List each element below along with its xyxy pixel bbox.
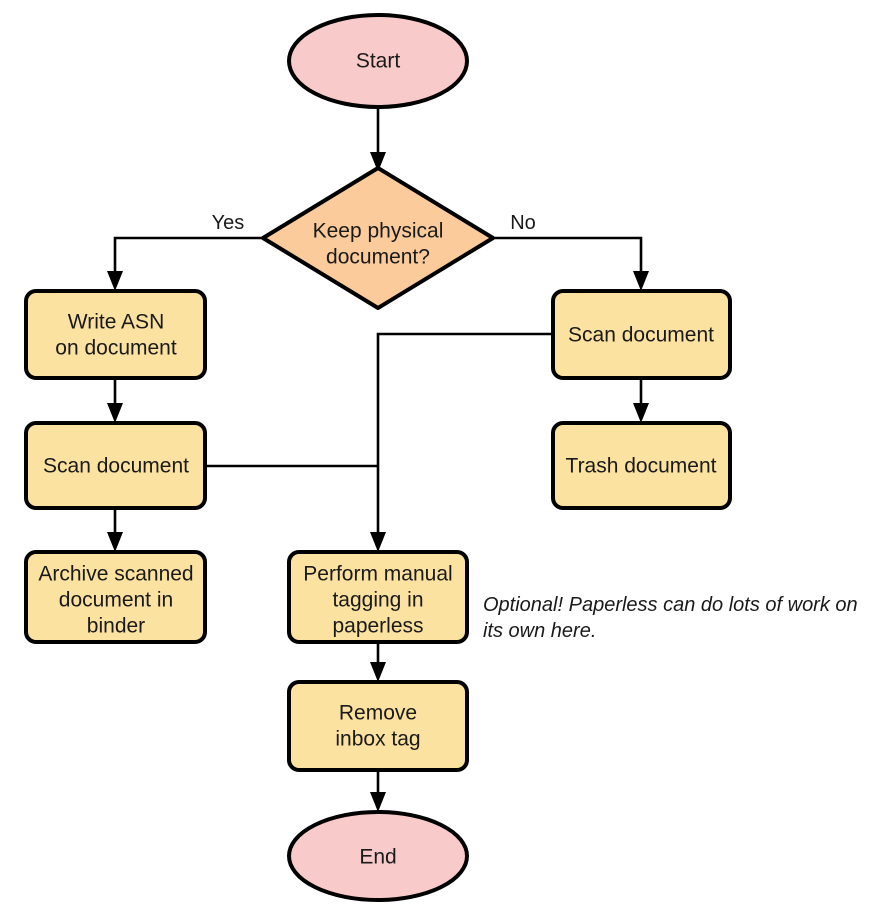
node-scan-document-right-label: Scan document (568, 324, 714, 347)
node-manual-tagging-label-line2: tagging in (332, 589, 423, 612)
node-write-asn[interactable]: Write ASN on document (24, 289, 207, 380)
edge-decision-yes-to-write-asn (107, 236, 263, 291)
node-decision-label-line1: Keep physical (313, 220, 444, 243)
node-manual-tagging-label-line1: Perform manual (303, 563, 452, 586)
node-archive-label-line2: document in (59, 589, 173, 612)
node-archive-label-line1: Archive scanned (38, 563, 193, 586)
edge-remove-inbox-to-end (370, 770, 386, 812)
arrow-head-icon (107, 271, 123, 291)
edge-label-no: No (510, 212, 536, 234)
optional-note-line2: its own here. (483, 620, 596, 642)
archive-scanned-document-box[interactable] (24, 550, 207, 644)
node-archive-label-line3: binder (87, 615, 145, 638)
node-remove-inbox-label-line2: inbox tag (335, 728, 420, 751)
node-scan-document-right[interactable]: Scan document (551, 289, 732, 380)
edge-scan-right-to-manual-tagging (370, 332, 553, 552)
edge-decision-no-to-scan-right (493, 236, 649, 291)
optional-note-line1: Optional! Paperless can do lots of work … (483, 594, 858, 616)
scan-document-right-box[interactable] (551, 289, 732, 380)
trash-document-box[interactable] (551, 421, 732, 510)
edge-label-yes: Yes (212, 212, 245, 234)
node-decision-keep-physical-document[interactable]: Keep physical document? (261, 166, 495, 310)
node-remove-inbox-tag[interactable]: Remove inbox tag (287, 680, 469, 772)
node-trash-document-label: Trash document (566, 455, 717, 478)
perform-manual-tagging-box[interactable] (287, 550, 469, 644)
arrow-head-icon (633, 271, 649, 291)
annotation-optional-note: Optional! Paperless can do lots of work … (483, 594, 858, 642)
arrow-head-icon (370, 662, 386, 682)
scan-document-left-box[interactable] (24, 421, 207, 510)
edge-scan-right-to-trash (633, 378, 649, 423)
start-ellipse[interactable] (287, 13, 469, 109)
arrow-head-icon (107, 532, 123, 552)
edge-scan-left-to-archive (107, 508, 123, 552)
end-ellipse[interactable] (287, 810, 469, 902)
node-manual-tagging-label-line3: paperless (332, 615, 423, 638)
arrow-head-icon (370, 152, 386, 172)
node-write-asn-label-line1: Write ASN (68, 311, 164, 334)
node-perform-manual-tagging[interactable]: Perform manual tagging in paperless (287, 550, 469, 644)
node-end[interactable]: End (287, 810, 469, 902)
node-end-label: End (359, 846, 396, 869)
node-archive-scanned-document[interactable]: Archive scanned document in binder (24, 550, 207, 644)
node-remove-inbox-label-line1: Remove (339, 702, 417, 725)
arrow-head-icon (370, 532, 386, 552)
remove-inbox-tag-box[interactable] (287, 680, 469, 772)
edge-start-to-decision (370, 107, 386, 172)
edge-write-asn-to-scan-left (107, 378, 123, 423)
node-decision-label-line2: document? (326, 246, 430, 269)
decision-diamond[interactable] (261, 166, 495, 310)
arrow-head-icon (107, 403, 123, 423)
node-start-label: Start (356, 50, 401, 73)
node-trash-document[interactable]: Trash document (551, 421, 732, 510)
node-write-asn-label-line2: on document (55, 337, 177, 360)
write-asn-box[interactable] (24, 289, 207, 380)
arrow-head-icon (633, 403, 649, 423)
node-start[interactable]: Start (287, 13, 469, 109)
edge-manual-tagging-to-remove-inbox (370, 642, 386, 682)
node-scan-document-left[interactable]: Scan document (24, 421, 207, 510)
arrow-head-icon (370, 792, 386, 812)
node-scan-document-left-label: Scan document (43, 455, 189, 478)
